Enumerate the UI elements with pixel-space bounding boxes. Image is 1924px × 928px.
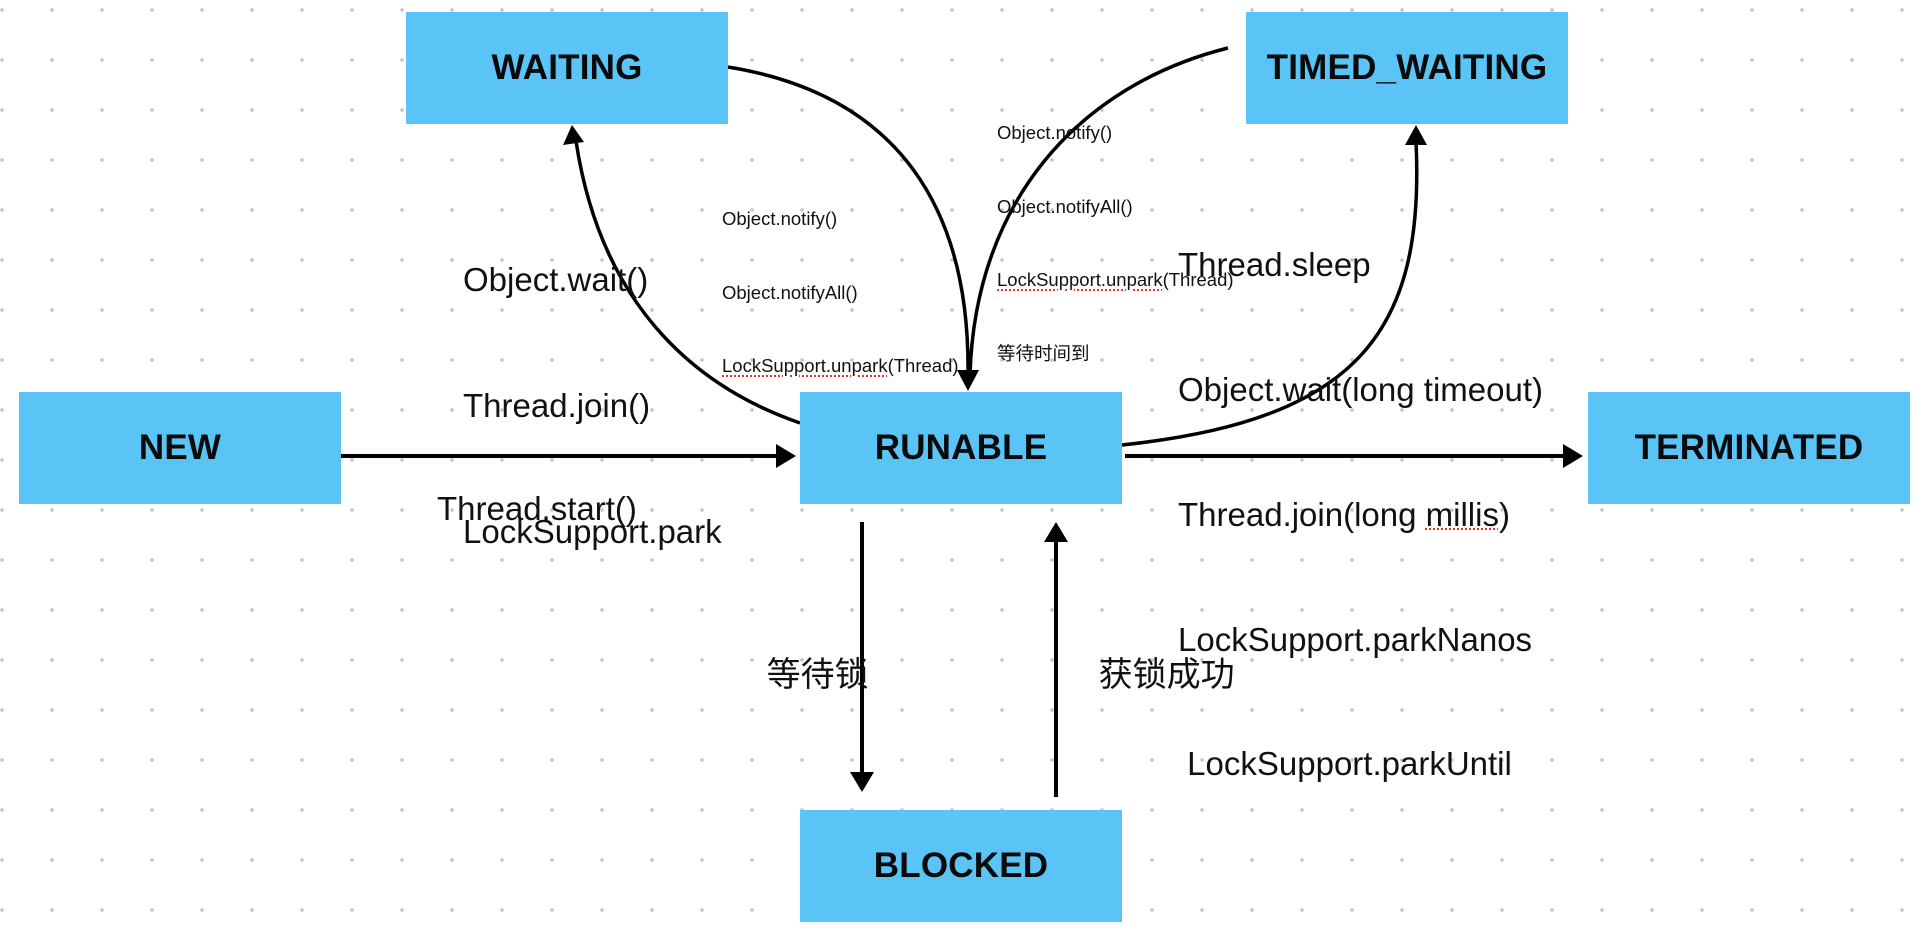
- spellcheck-word: LockSupport.unpark: [722, 355, 888, 376]
- label-line: 等待时间到: [997, 342, 1090, 364]
- label-text: ): [1498, 495, 1510, 533]
- state-blocked[interactable]: BLOCKED: [800, 810, 1122, 922]
- label-line: Object.wait(): [463, 261, 649, 298]
- arrow-waiting-to-runable: [727, 65, 970, 376]
- arrowhead-icon: [1405, 125, 1427, 145]
- label-line: Object.notifyAll(): [997, 195, 1133, 217]
- label-from-timed-waiting: Object.notify() Object.notifyAll() LockS…: [997, 72, 1234, 391]
- label-line: Thread.join(): [463, 387, 651, 424]
- state-terminated[interactable]: TERMINATED: [1588, 392, 1910, 504]
- label-line: LockSupport.unpark(Thread): [722, 354, 959, 379]
- label-got-lock: 获锁成功: [1077, 615, 1235, 695]
- label-line: LockSupport.parkUntil: [1178, 745, 1512, 783]
- label-text: 获锁成功: [1098, 655, 1235, 695]
- state-label: RUNABLE: [874, 428, 1048, 467]
- arrowhead-icon: [957, 370, 979, 391]
- state-label: TIMED_WAITING: [1266, 48, 1548, 87]
- label-line: Object.notify(): [722, 208, 838, 229]
- spellcheck-word: LockSupport.unpark: [997, 269, 1163, 290]
- state-label: TERMINATED: [1634, 428, 1864, 467]
- arrowhead-icon: [563, 125, 584, 145]
- arrowhead-icon: [850, 772, 874, 792]
- label-to-timed-waiting: Thread.sleep Object.wait(long timeout) T…: [1178, 161, 1543, 827]
- label-from-waiting: Object.notify() Object.notifyAll() LockS…: [722, 158, 959, 403]
- state-waiting[interactable]: WAITING: [406, 12, 728, 124]
- label-line: LockSupport.unpark(Thread): [997, 268, 1234, 293]
- arrow-runable-to-waiting: [574, 140, 801, 425]
- label-text: (Thread): [887, 355, 959, 376]
- spellcheck-word: millis: [1425, 495, 1499, 533]
- state-timed-waiting[interactable]: TIMED_WAITING: [1246, 12, 1568, 124]
- label-line: Object.wait(long timeout): [1178, 370, 1543, 408]
- label-line: Object.notifyAll(): [722, 281, 858, 303]
- label-line: LockSupport.parkNanos: [1178, 620, 1533, 658]
- state-label: WAITING: [491, 48, 643, 87]
- arrowhead-icon: [776, 444, 796, 468]
- arrow-runable-to-timed: [1121, 140, 1419, 447]
- arrow-timed-to-runable: [968, 46, 1229, 376]
- label-text: 等待锁: [766, 655, 869, 695]
- label-text: Thread.join(long: [1178, 495, 1426, 533]
- label-line: LockSupport.park: [463, 513, 722, 550]
- label-line: Thread.join(long millis): [1178, 494, 1543, 536]
- arrowhead-icon: [1563, 444, 1583, 468]
- state-label: BLOCKED: [873, 846, 1049, 885]
- label-line: Thread.start(): [437, 490, 637, 527]
- label-thread-start: Thread.start(): [437, 404, 637, 572]
- state-label: NEW: [138, 428, 222, 467]
- state-new[interactable]: NEW: [19, 392, 341, 504]
- label-wait-lock: 等待锁: [745, 615, 869, 695]
- label-line: Object.notify(): [997, 122, 1113, 143]
- label-line: Thread.sleep: [1178, 246, 1371, 284]
- label-to-waiting: Object.wait() Thread.join() LockSupport.…: [463, 175, 722, 595]
- state-runable[interactable]: RUNABLE: [800, 392, 1122, 504]
- label-text: (Thread): [1162, 269, 1234, 290]
- arrowhead-icon: [1044, 522, 1068, 542]
